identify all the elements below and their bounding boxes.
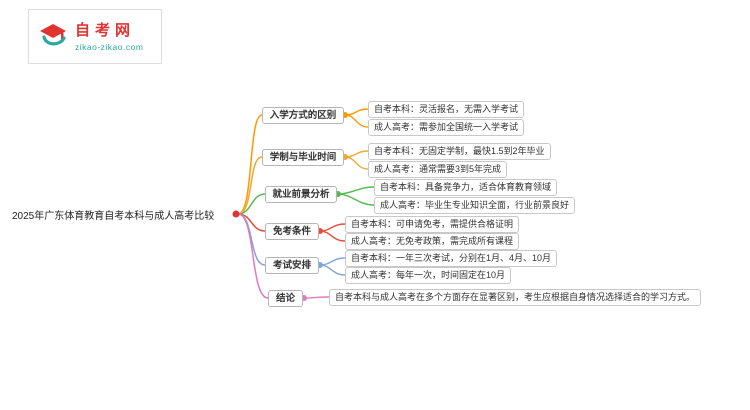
connector-line (337, 193, 375, 206)
connector-line (344, 150, 369, 158)
connector-line (344, 108, 369, 116)
leaf-node: 自考本科：具备竞争力，适合体育教育领域 (374, 179, 558, 196)
leaf-node: 自考本科：可申请免考，需提供合格证明 (345, 216, 520, 233)
branch-node-employment: 就业前景分析 (265, 186, 337, 203)
leaf-node: 自考本科：无固定学制，最快1.5到2年毕业 (368, 143, 551, 160)
site-logo: 自考网 zikao-zikao.com (28, 9, 162, 64)
leaf-node: 成人高考：通常需要3到5年完成 (368, 161, 508, 178)
connector-line (319, 230, 346, 242)
leaf-node: 自考本科：一年三次考试，分别在1月、4月、10月 (345, 250, 558, 267)
connector-line (237, 213, 269, 299)
connector-line (344, 156, 369, 170)
leaf-node: 自考本科：灵活报名，无需入学考试 (368, 101, 525, 118)
leaf-node: 成人高考：无免考政策，需完成所有课程 (345, 233, 520, 250)
connector-line (303, 296, 330, 299)
connector-line (319, 257, 346, 266)
branch-node-enrollment: 入学方式的区别 (262, 107, 344, 124)
connector-line (237, 193, 266, 215)
leaf-node: 成人高考：每年一次，时间固定在10月 (345, 267, 512, 284)
connector-line (344, 114, 369, 128)
root-junction-dot (232, 210, 240, 218)
root-node: 2025年广东体育教育自考本科与成人高考比较 (12, 211, 215, 222)
site-url: zikao-zikao.com (75, 41, 144, 52)
site-name: 自考网 (75, 21, 136, 39)
connector-line (337, 186, 375, 195)
leaf-node: 成人高考：毕业生专业知识全面，行业前景良好 (374, 197, 576, 214)
branch-node-schedule: 考试安排 (265, 257, 319, 274)
connector-line (319, 264, 346, 276)
branch-node-duration: 学制与毕业时间 (262, 149, 344, 166)
branch-node-conclusion: 结论 (268, 290, 303, 307)
connector-line (319, 223, 346, 232)
connector-line (237, 156, 263, 215)
branch-node-exemption: 免考条件 (265, 223, 319, 240)
graduation-cap-icon (40, 23, 66, 45)
leaf-node: 自考本科与成人高考在多个方面存在显著区别，考生应根据自身情况选择适合的学习方式。 (329, 289, 702, 306)
leaf-node: 成人高考：需参加全国统一入学考试 (368, 119, 525, 136)
connector-line (237, 114, 263, 215)
